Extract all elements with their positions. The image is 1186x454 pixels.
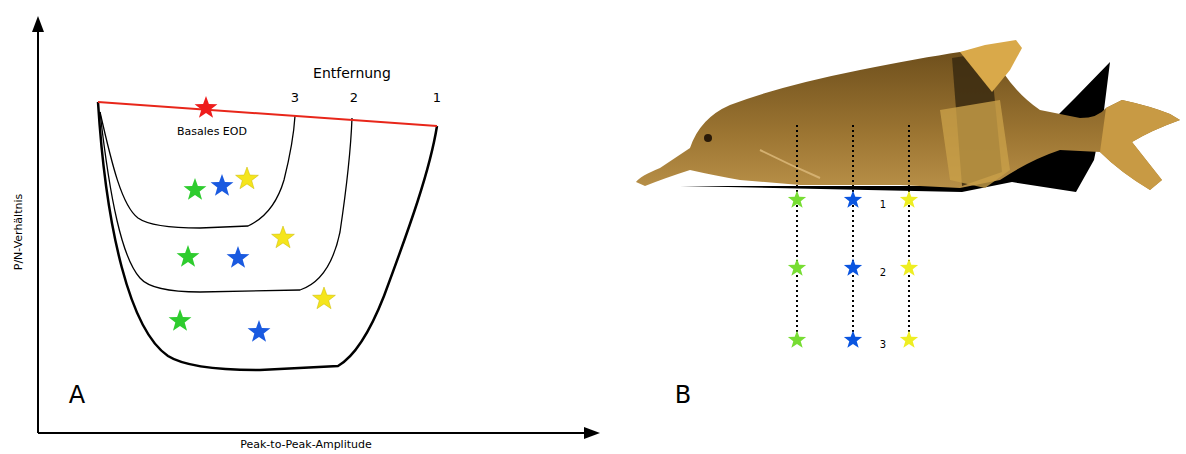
distance-curve [98, 102, 437, 370]
blue-star [211, 174, 234, 196]
green-star [184, 178, 207, 200]
panel-letter: B [675, 383, 691, 407]
callout-number: 1 [880, 200, 886, 210]
axis-arrowhead [584, 427, 600, 439]
y-axis [37, 28, 39, 433]
green-star [788, 258, 806, 275]
green-star [788, 330, 806, 347]
blue-star [844, 258, 862, 275]
yellow-star [236, 167, 259, 189]
tail-fin [1100, 100, 1180, 190]
axis-arrowhead [32, 16, 44, 32]
blue-star [844, 190, 862, 207]
dorsal-fin [960, 40, 1022, 92]
callout-number: 2 [880, 268, 886, 278]
axes [38, 28, 588, 433]
axis-label: Peak-to-Peak-Amplitude [240, 439, 372, 450]
fish-eye [704, 134, 712, 142]
anal-fin [940, 100, 1010, 188]
basal-star [195, 96, 218, 118]
fish [636, 40, 1180, 192]
pectoral-fin [760, 150, 820, 178]
axis-label: P/N-Verhältnis [13, 194, 24, 271]
callout-number: 3 [880, 340, 886, 350]
distance-number: 1 [433, 91, 441, 104]
baseline [98, 102, 437, 126]
green-star [177, 245, 200, 267]
yellow-star [900, 330, 918, 347]
yellow-star [900, 258, 918, 275]
fish-body [636, 50, 1180, 190]
yellow-star [313, 287, 336, 309]
x-axis [38, 432, 588, 434]
green-star [169, 309, 192, 331]
axis-title: Entfernung [313, 66, 391, 80]
dotted-line [796, 125, 798, 340]
electrode-stars [788, 190, 918, 347]
blue-star [227, 246, 250, 268]
distance-curve [100, 112, 352, 292]
dotted-line [908, 125, 910, 340]
measure-lines [797, 125, 909, 340]
yellow-star [900, 190, 918, 207]
green-star [788, 190, 806, 207]
distance-number: 3 [291, 91, 299, 104]
distance-number: 2 [350, 91, 358, 104]
point-label: Basales EOD [177, 126, 247, 137]
panel-letter: A [69, 383, 85, 407]
distance-curve [100, 112, 295, 228]
blue-star [248, 320, 271, 342]
blue-star [844, 330, 862, 347]
yellow-star [272, 226, 295, 248]
dotted-line [852, 125, 854, 340]
